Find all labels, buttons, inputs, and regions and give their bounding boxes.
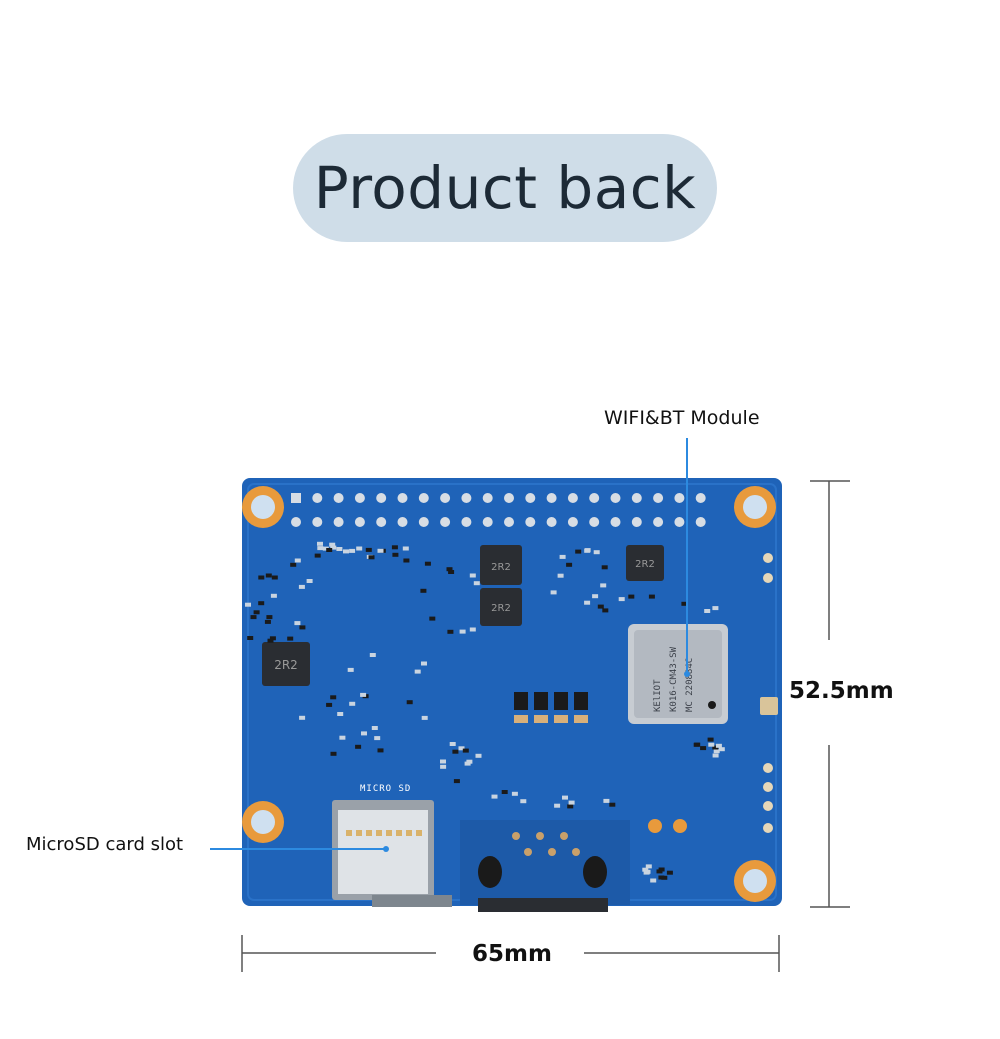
inductor-3: 2R2	[626, 545, 664, 581]
height-dimension	[810, 480, 850, 908]
svg-text:2R2: 2R2	[635, 559, 655, 570]
width-dimension	[241, 935, 780, 972]
transistor-array	[514, 692, 588, 723]
svg-text:KElIOT: KElIOT	[653, 679, 663, 712]
microsd-slot-label: MicroSD card slot	[26, 834, 184, 855]
width-dimension-label: 65mm	[472, 941, 552, 967]
page-title: Product back	[313, 154, 697, 222]
inductor-2: 2R2	[480, 588, 522, 626]
svg-text:MICRO SD: MICRO SD	[360, 784, 411, 794]
svg-text:K016-CM43-SW: K016-CM43-SW	[669, 646, 679, 712]
svg-text:2R2: 2R2	[274, 658, 298, 672]
ethernet-connector	[460, 820, 630, 912]
svg-text:2R2: 2R2	[491, 603, 511, 614]
wifi-bt-module: KElIOT K016-CM43-SW MC 220884C	[628, 624, 728, 724]
antenna-connector	[760, 697, 778, 715]
gpio-header	[291, 493, 706, 527]
wifi-module-label: WIFI&BT Module	[604, 407, 760, 429]
inductor-4: 2R2	[262, 642, 310, 686]
smd-components	[245, 541, 725, 883]
pcb-board	[242, 478, 782, 906]
svg-text:2R2: 2R2	[491, 562, 511, 573]
svg-text:MC 220884C: MC 220884C	[685, 658, 695, 712]
height-dimension-label: 52.5mm	[789, 678, 894, 704]
title-banner: Product back	[293, 134, 717, 242]
inductor-1: 2R2	[480, 545, 522, 585]
